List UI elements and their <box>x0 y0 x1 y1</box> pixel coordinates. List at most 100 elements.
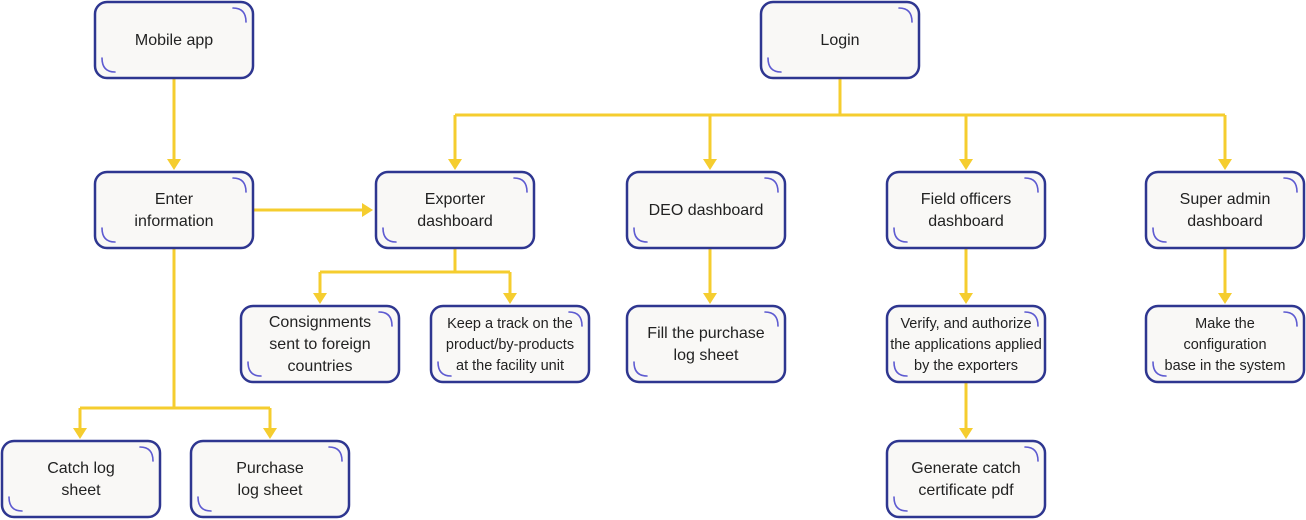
arrow-down-icon <box>263 428 277 439</box>
node-verify-authorize: Verify, and authorize the applications ap… <box>885 304 1047 384</box>
node-label: Generate catch <box>911 460 1020 477</box>
node-label: log sheet <box>674 347 739 364</box>
corner-accent-icon <box>247 361 262 377</box>
node-box <box>93 0 255 80</box>
arrow-down-icon <box>703 293 717 304</box>
corner-accent-icon <box>101 57 116 73</box>
corner-accent-icon <box>633 361 648 377</box>
arrow-down-icon <box>503 293 517 304</box>
corner-accent-icon <box>633 227 648 243</box>
node-label: base in the system <box>1165 358 1286 374</box>
node-login: Login <box>759 0 921 80</box>
node-box <box>1144 170 1306 250</box>
corner-accent-icon <box>437 361 452 377</box>
node-label: certificate pdf <box>918 482 1014 499</box>
corner-accent-icon <box>1024 446 1039 462</box>
node-label: configuration <box>1183 337 1266 353</box>
node-box <box>885 439 1047 519</box>
node-box <box>885 304 1047 384</box>
node-label: Field officers <box>921 191 1011 208</box>
node-deo-dashboard: DEO dashboard <box>625 170 787 250</box>
node-box <box>759 0 921 80</box>
corner-accent-icon <box>232 7 247 23</box>
corner-accent-icon <box>893 496 908 512</box>
node-box <box>93 170 255 250</box>
corner-accent-icon <box>139 446 154 462</box>
corner-accent-icon <box>197 496 212 512</box>
corner-accent-icon <box>101 227 116 243</box>
node-label: log sheet <box>238 482 303 499</box>
node-label: the applications applied <box>890 337 1042 353</box>
node-box <box>0 439 162 519</box>
corner-accent-icon <box>1024 177 1039 193</box>
node-label: Catch log <box>47 460 115 477</box>
corner-accent-icon <box>893 227 908 243</box>
node-label: Consignments <box>269 314 371 331</box>
corner-accent-icon <box>898 7 913 23</box>
node-label: Enter <box>155 191 194 208</box>
node-exporter-dashboard: Exporter dashboard <box>374 170 536 250</box>
arrow-down-icon <box>1218 293 1232 304</box>
corner-accent-icon <box>513 177 528 193</box>
node-label: Verify, and authorize <box>900 316 1031 332</box>
corner-accent-icon <box>382 227 397 243</box>
node-box <box>1144 304 1306 384</box>
corner-accent-icon <box>568 311 583 327</box>
node-label: Login <box>820 32 859 49</box>
node-purchase-log: Purchase log sheet <box>189 439 351 519</box>
node-label: Keep a track on the <box>447 316 573 332</box>
node-fill-purchase: Fill the purchase log sheet <box>625 304 787 384</box>
node-label: Purchase <box>236 460 304 477</box>
node-box <box>374 170 536 250</box>
node-label: Super admin <box>1180 191 1271 208</box>
corner-accent-icon <box>1024 311 1039 327</box>
node-box <box>625 170 787 250</box>
node-label: by the exporters <box>914 358 1018 374</box>
corner-accent-icon <box>1283 177 1298 193</box>
corner-accent-icon <box>767 57 782 73</box>
corner-accent-icon <box>1152 361 1167 377</box>
node-box <box>885 170 1047 250</box>
node-label: Exporter <box>425 191 486 208</box>
node-label: Mobile app <box>135 32 213 49</box>
node-catch-log: Catch log sheet <box>0 439 162 519</box>
node-label: dashboard <box>928 213 1004 230</box>
node-label: Fill the purchase <box>647 325 764 342</box>
arrow-down-icon <box>959 293 973 304</box>
arrow-right-icon <box>362 203 373 217</box>
node-make-configuration: Make the configuration base in the system <box>1144 304 1306 384</box>
corner-accent-icon <box>764 177 779 193</box>
corner-accent-icon <box>1283 311 1298 327</box>
arrow-down-icon <box>1218 159 1232 170</box>
node-box <box>189 439 351 519</box>
corner-accent-icon <box>328 446 343 462</box>
arrow-down-icon <box>703 159 717 170</box>
node-enter-information: Enter information <box>93 170 255 250</box>
node-label: at the facility unit <box>456 358 564 374</box>
node-label: dashboard <box>417 213 493 230</box>
corner-accent-icon <box>8 496 23 512</box>
node-generate-certificate: Generate catch certificate pdf <box>885 439 1047 519</box>
node-mobile-app: Mobile app <box>93 0 255 80</box>
node-label: Make the <box>1195 316 1255 332</box>
node-keep-track: Keep a track on theproduct/by-productsat… <box>429 304 591 384</box>
corner-accent-icon <box>232 177 247 193</box>
node-label: sheet <box>61 482 101 499</box>
connectors <box>73 78 1232 439</box>
node-field-officers-dashboard: Field officers dashboard <box>885 170 1047 250</box>
corner-accent-icon <box>378 311 393 327</box>
arrow-down-icon <box>959 428 973 439</box>
node-label: countries <box>288 358 353 375</box>
arrow-down-icon <box>73 428 87 439</box>
node-label: information <box>134 213 213 230</box>
corner-accent-icon <box>764 311 779 327</box>
node-label: dashboard <box>1187 213 1263 230</box>
node-box <box>429 304 591 384</box>
arrow-down-icon <box>167 159 181 170</box>
corner-accent-icon <box>1152 227 1167 243</box>
arrow-down-icon <box>959 159 973 170</box>
node-box <box>625 304 787 384</box>
